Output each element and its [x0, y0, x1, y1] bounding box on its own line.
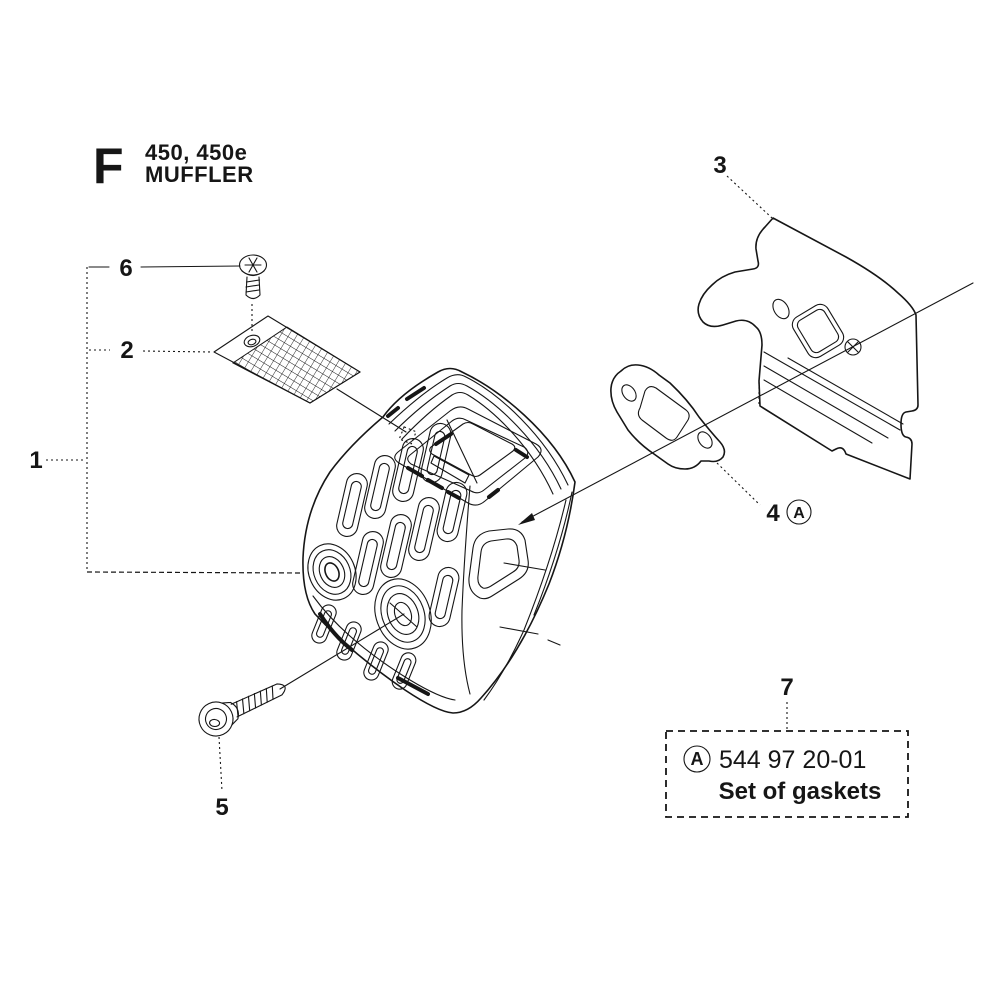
rim-line-2 — [394, 382, 562, 490]
gasket-set-border — [665, 730, 909, 818]
leader-3 — [726, 175, 773, 219]
bottom-band-line — [312, 595, 456, 701]
screen-mesh — [232, 326, 361, 404]
plate-hole-small — [772, 298, 790, 320]
page-title: MUFFLER — [145, 162, 254, 187]
bolt-socket — [204, 707, 228, 731]
gasket-marker-circle — [786, 499, 812, 525]
bolt-head — [198, 701, 234, 737]
bolt-target-cross — [389, 602, 418, 628]
bolt-head-side — [221, 701, 239, 726]
bolt-socket-bore — [209, 718, 221, 728]
callout-bracket: 1 6 2 — [29, 255, 304, 574]
rim-line-1 — [388, 374, 569, 486]
set-description: Set of gaskets — [719, 778, 882, 805]
face-seam-line — [461, 485, 471, 695]
set-marker-a: A — [691, 749, 704, 769]
callout-6-screw: 6 — [119, 255, 132, 282]
screen-screw-drawing — [238, 254, 268, 333]
section-letter: F — [93, 138, 124, 194]
upper-port — [307, 543, 357, 601]
model-numbers: 450, 450e — [145, 140, 247, 165]
gasket-marker-a: A — [793, 505, 805, 522]
leader-2-right — [142, 350, 212, 353]
callout-4-gasket: 4 — [766, 500, 780, 527]
assembly-axis — [518, 282, 974, 525]
screw-head-underside — [241, 270, 265, 277]
screw-threads — [245, 279, 261, 293]
muffler-body-drawing — [302, 367, 576, 714]
cassette-diagonal-line — [446, 419, 478, 484]
screen-screw-hole-inner — [247, 338, 257, 346]
gasket-outline — [610, 364, 726, 470]
screw-shank — [245, 276, 261, 300]
right-edge-line-2 — [533, 491, 573, 616]
callout-2-screen: 2 — [120, 337, 133, 364]
gasket-opening — [637, 385, 690, 441]
screen-to-muffler-line — [336, 388, 407, 433]
cover-weld-marks — [406, 432, 529, 500]
plate-exhaust-opening-inner — [796, 308, 840, 354]
gasket-hole-lower — [697, 431, 713, 449]
cover-outer-rim — [394, 406, 542, 506]
leader-4 — [716, 462, 761, 506]
vent-slots — [311, 422, 468, 690]
plate-outline — [697, 217, 919, 480]
assembly-axis-arrowhead — [518, 513, 535, 525]
bolt-to-port-line — [279, 613, 405, 690]
callout-1-muffler: 1 — [29, 447, 42, 474]
outlet-deflector-inner — [477, 538, 520, 589]
callout-3-cooling-plate: 3 — [713, 152, 726, 179]
cooling-plate-drawing: 3 — [697, 152, 919, 480]
screen-slot-opening — [398, 426, 417, 445]
leader-5 — [218, 736, 223, 792]
bracket-to-muffler-line — [86, 571, 304, 574]
screen-screw-hole — [243, 334, 261, 348]
lower-port — [374, 578, 432, 650]
set-marker-circle — [683, 745, 711, 773]
right-face-seam-marks — [499, 562, 561, 646]
leader-6-right — [140, 265, 241, 268]
rim-weld-marks — [386, 386, 426, 418]
assembly-axis-line — [521, 282, 974, 523]
gasket-hole-upper — [621, 384, 637, 402]
bolt-shank — [230, 683, 286, 718]
muffler-bolt-drawing: 5 — [198, 602, 418, 821]
exhaust-gasket-drawing: 4 A — [610, 364, 812, 527]
plate-flange-lines — [763, 351, 904, 444]
cassette-front-slot — [430, 455, 470, 484]
callout-7-gasket-set: 7 — [780, 674, 793, 701]
torx-recess-icon — [244, 257, 262, 273]
plate-screw-hole — [844, 338, 862, 356]
set-part-number: 544 97 20-01 — [719, 746, 866, 774]
plate-exhaust-opening — [791, 303, 845, 359]
gasket-set-box: 7 A 544 97 20-01 Set of gaskets — [665, 674, 909, 818]
right-edge-line-1 — [483, 499, 567, 701]
bolt-threads — [236, 685, 274, 718]
rim-line-3 — [401, 391, 554, 495]
spark-screen-drawing — [213, 315, 407, 433]
outlet-deflector-outer — [468, 528, 529, 600]
header: F 450, 450e MUFFLER — [93, 138, 254, 194]
callout-5-bolt: 5 — [215, 794, 228, 821]
